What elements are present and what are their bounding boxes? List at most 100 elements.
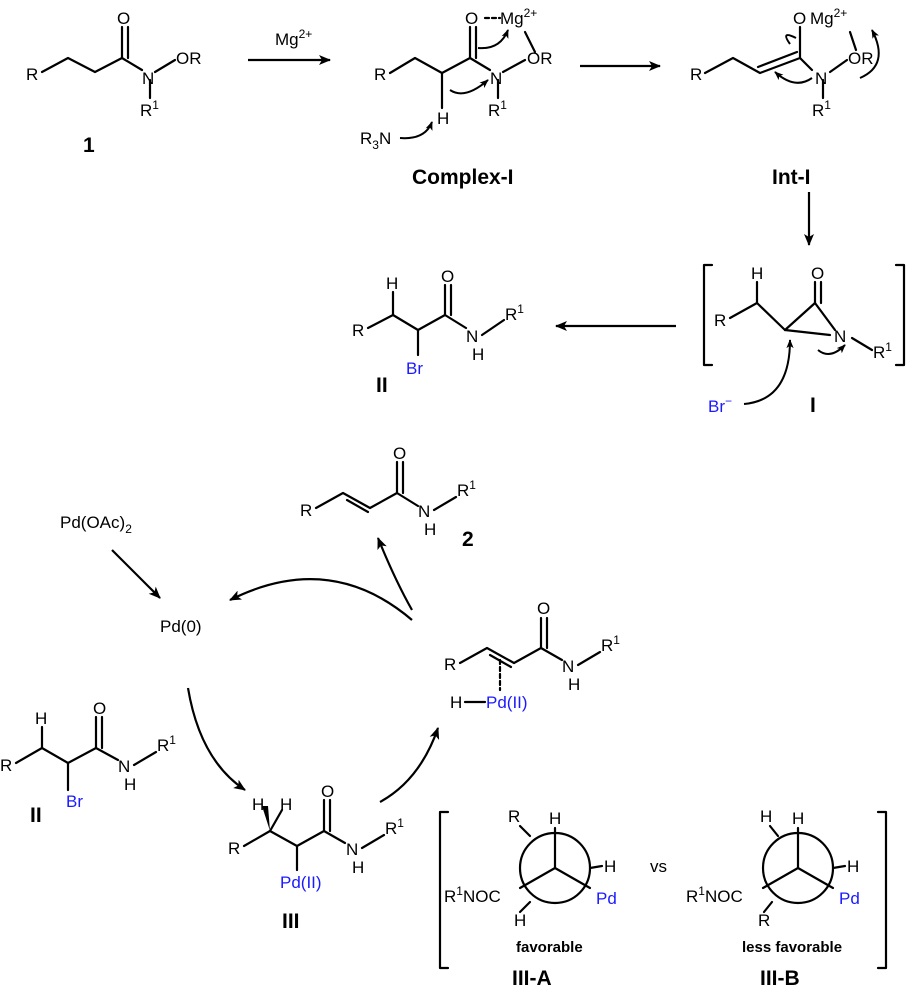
r1-group: R1 <box>505 302 524 324</box>
newman-projection-iii-b: H H H Pd R1NOC R <box>686 807 860 930</box>
mg-reagent: Mg2+ <box>275 27 312 49</box>
nitrogen-atom: N <box>834 327 846 346</box>
compound-1-label: 1 <box>83 134 95 157</box>
nitrogen-atom: N <box>562 657 574 676</box>
beta-hydride-elimination-arrow <box>379 727 440 803</box>
pd-oac2-reagent: Pd(OAc)2 <box>60 513 132 536</box>
amine-base: R3N <box>360 129 391 152</box>
newman-substituent-h: H <box>604 857 616 876</box>
bromine-atom: Br <box>66 792 83 811</box>
r-group: R <box>690 65 702 84</box>
newman-substituent-h: H <box>549 809 561 828</box>
amide-hydrogen: H <box>424 520 436 539</box>
hydrogen-atom: H <box>280 795 292 814</box>
or-group: OR <box>848 49 874 68</box>
oxygen-atom: O <box>117 9 130 28</box>
hydride-atom: H <box>450 693 462 712</box>
nitrogen-atom: N <box>346 840 358 859</box>
iii-b-label: III-B <box>760 967 800 990</box>
intermediate-i-structure: H O N R R1 Br− <box>702 263 906 416</box>
or-group: OR <box>176 49 202 68</box>
product-release-arrow <box>376 537 413 611</box>
oxygen-atom: O <box>465 9 478 28</box>
r-group: R <box>444 655 456 674</box>
compound-2-structure: O N H R R1 <box>300 444 476 539</box>
newman-substituent-h: H <box>760 807 772 826</box>
intermediate-i-label: I <box>810 394 816 417</box>
newman-substituent-h: H <box>847 857 859 876</box>
newman-substituent-h: H <box>514 911 526 930</box>
oxygen-atom: O <box>93 699 106 718</box>
less-favorable-caption: less favorable <box>742 939 842 956</box>
activation-arrow <box>111 549 161 599</box>
pd-hydride-complex: O N H R R1 H Pd(II) <box>444 599 620 712</box>
amide-hydrogen: H <box>472 345 484 364</box>
newman-substituent-conhr: R1NOC <box>686 884 743 906</box>
complex-i-structure: O Mg2+ N OR R H R1 R3N <box>360 6 553 152</box>
oxygen-atom: O <box>321 782 334 801</box>
mg-ion: Mg2+ <box>810 6 847 28</box>
newman-projection-iii-a: H R H Pd R1NOC H <box>444 807 617 930</box>
oxygen-atom: O <box>537 599 550 618</box>
int-i-label: Int-I <box>772 166 810 189</box>
oxygen-atom: O <box>793 9 806 28</box>
r1-group: R1 <box>812 98 831 120</box>
r-group: R <box>374 65 386 84</box>
compound-ii-bottom-structure: H O N H R R1 Br <box>0 699 176 811</box>
r-group: R <box>26 65 38 84</box>
oxygen-atom: O <box>393 444 406 463</box>
bromide-ion: Br− <box>708 394 732 416</box>
versus-label: vs <box>650 857 667 876</box>
r-group: R <box>352 321 364 340</box>
r-group: R <box>714 311 726 330</box>
compound-ii-top-structure: H O N H R R1 Br <box>352 267 524 378</box>
r-group: R <box>0 756 12 775</box>
r1-group: R1 <box>457 478 476 500</box>
hydrogen-atom: H <box>437 109 449 128</box>
iii-a-label: III-A <box>512 967 552 990</box>
hydrogen-atom: H <box>35 709 47 728</box>
newman-substituent-r: R <box>758 911 770 930</box>
r1-group: R1 <box>488 98 507 120</box>
oxidative-addition-arrow <box>186 687 246 791</box>
oxygen-atom: O <box>811 264 824 283</box>
r-group: R <box>228 839 240 858</box>
cycle-arrow-regeneration <box>229 578 413 621</box>
r-group: R <box>300 501 312 520</box>
nitrogen-atom: N <box>142 69 154 88</box>
amide-hydrogen: H <box>124 775 136 794</box>
or-group: OR <box>527 49 553 68</box>
newman-substituent-conhr: R1NOC <box>444 884 501 906</box>
pd-ii-center: Pd(II) <box>486 693 528 712</box>
nitrogen-atom: N <box>815 69 827 88</box>
bracket-right <box>876 810 888 970</box>
r1-group: R1 <box>157 733 176 755</box>
nitrogen-atom: N <box>490 69 502 88</box>
bracket-left <box>438 810 450 970</box>
compound-iii-label: III <box>282 910 300 933</box>
newman-substituent-h: H <box>792 809 804 828</box>
complex-i-label: Complex-I <box>412 166 514 189</box>
compound-iii-structure: H H O N H R R1 Pd(II) <box>228 782 404 892</box>
newman-substituent-r: R <box>508 807 520 826</box>
pd-ii-center: Pd(II) <box>280 873 322 892</box>
compound-ii-top-label: II <box>376 374 388 397</box>
mg-ion: Mg2+ <box>500 6 537 28</box>
favorable-caption: favorable <box>516 939 583 956</box>
newman-substituent-pd: Pd <box>596 889 617 908</box>
oxygen-atom: O <box>441 267 454 286</box>
hydrogen-atom: H <box>252 795 264 814</box>
amide-hydrogen: H <box>568 675 580 694</box>
pd0-catalyst: Pd(0) <box>160 617 202 636</box>
compound-ii-bottom-label: II <box>30 804 42 827</box>
compound-1-structure: O N OR R R1 <box>26 9 202 120</box>
int-i-structure: O Mg2+ N OR R R1 <box>690 6 880 120</box>
bromine-atom: Br <box>406 359 423 378</box>
nitrogen-atom: N <box>418 502 430 521</box>
nitrogen-atom: N <box>118 757 130 776</box>
wedge-bond <box>262 806 270 831</box>
hydrogen-atom: H <box>751 264 763 283</box>
nitrogen-atom: N <box>466 327 478 346</box>
r1-group: R1 <box>873 340 892 362</box>
